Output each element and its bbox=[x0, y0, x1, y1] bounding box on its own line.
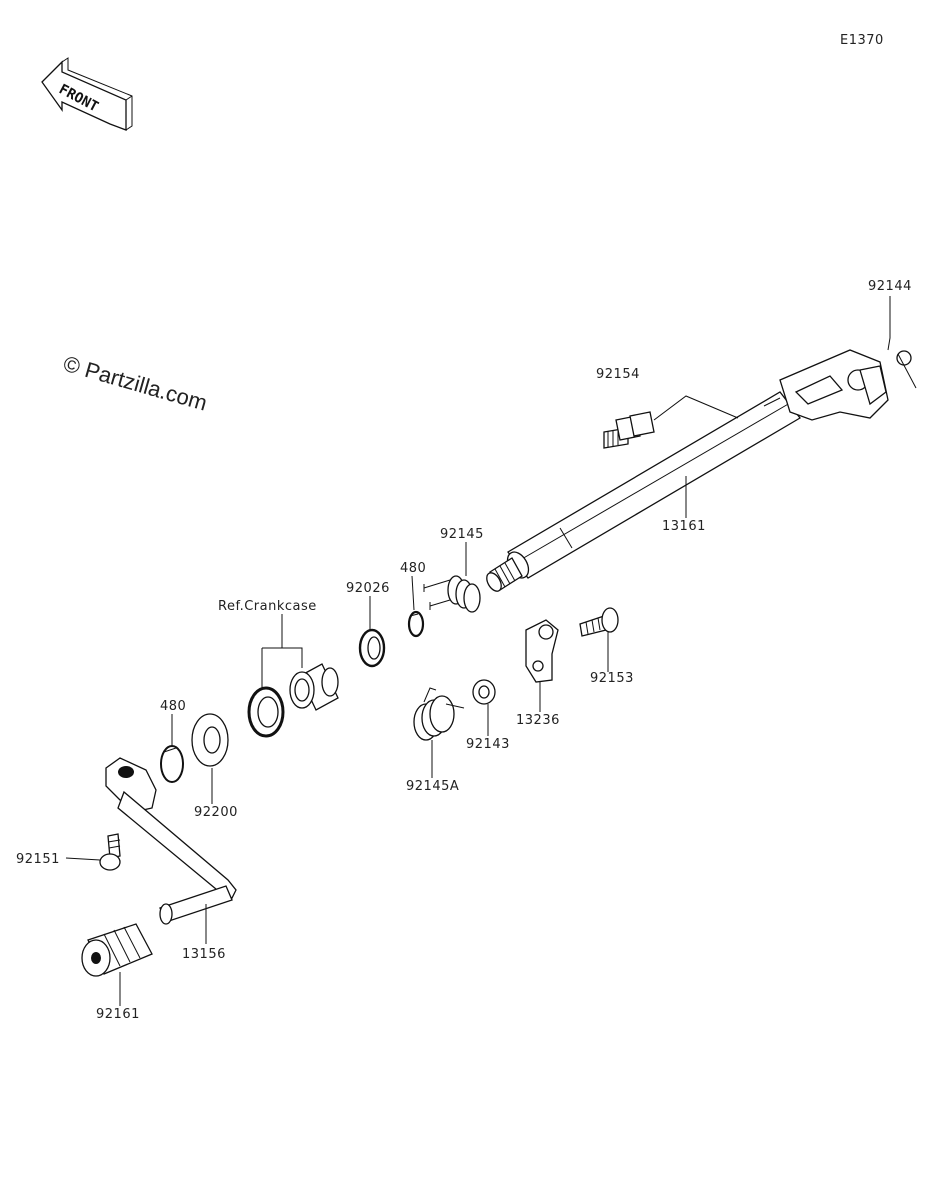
label-480-lower: 480 bbox=[160, 699, 186, 714]
label-92145A: 92145A bbox=[406, 779, 459, 794]
lever-13236 bbox=[525, 619, 559, 683]
collar-92143 bbox=[472, 679, 496, 705]
label-92143: 92143 bbox=[466, 737, 510, 752]
front-arrow-icon: FRONT bbox=[41, 57, 133, 131]
bolt-92151 bbox=[99, 833, 121, 871]
label-92145: 92145 bbox=[440, 527, 484, 542]
label-92161: 92161 bbox=[96, 1007, 140, 1022]
label-92200: 92200 bbox=[194, 805, 238, 820]
spring-92145 bbox=[423, 575, 481, 613]
label-92151: 92151 bbox=[16, 852, 60, 867]
stud-bolt-92154 bbox=[603, 411, 655, 449]
label-13156: 13156 bbox=[182, 947, 226, 962]
bolt-92153 bbox=[579, 607, 619, 637]
label-92144: 92144 bbox=[868, 279, 912, 294]
label-13236: 13236 bbox=[516, 713, 560, 728]
spring-92145A bbox=[413, 687, 465, 741]
circlip-480-upper bbox=[407, 610, 425, 638]
oil-seal bbox=[247, 686, 285, 738]
washer-92026 bbox=[358, 628, 386, 668]
label-92154: 92154 bbox=[596, 367, 640, 382]
label-92153: 92153 bbox=[590, 671, 634, 686]
watermark: © Partzilla.com bbox=[61, 351, 210, 416]
needle-bearing bbox=[289, 663, 339, 711]
shift-pedal bbox=[105, 757, 237, 925]
leader-lines bbox=[65, 296, 891, 1006]
label-92026: 92026 bbox=[346, 581, 390, 596]
diagram-code: E1370 bbox=[840, 33, 884, 48]
washer-92200 bbox=[191, 713, 229, 767]
circlip-480-lower bbox=[160, 745, 184, 783]
label-480-upper: 480 bbox=[400, 561, 426, 576]
shift-shaft bbox=[486, 349, 917, 592]
part-labels: 92144 92154 13161 92145 480 92026 Ref.Cr… bbox=[16, 279, 912, 1022]
label-13161: 13161 bbox=[662, 519, 706, 534]
label-ref-crankcase: Ref.Crankcase bbox=[218, 599, 317, 614]
pedal-rubber-92161 bbox=[81, 923, 153, 977]
